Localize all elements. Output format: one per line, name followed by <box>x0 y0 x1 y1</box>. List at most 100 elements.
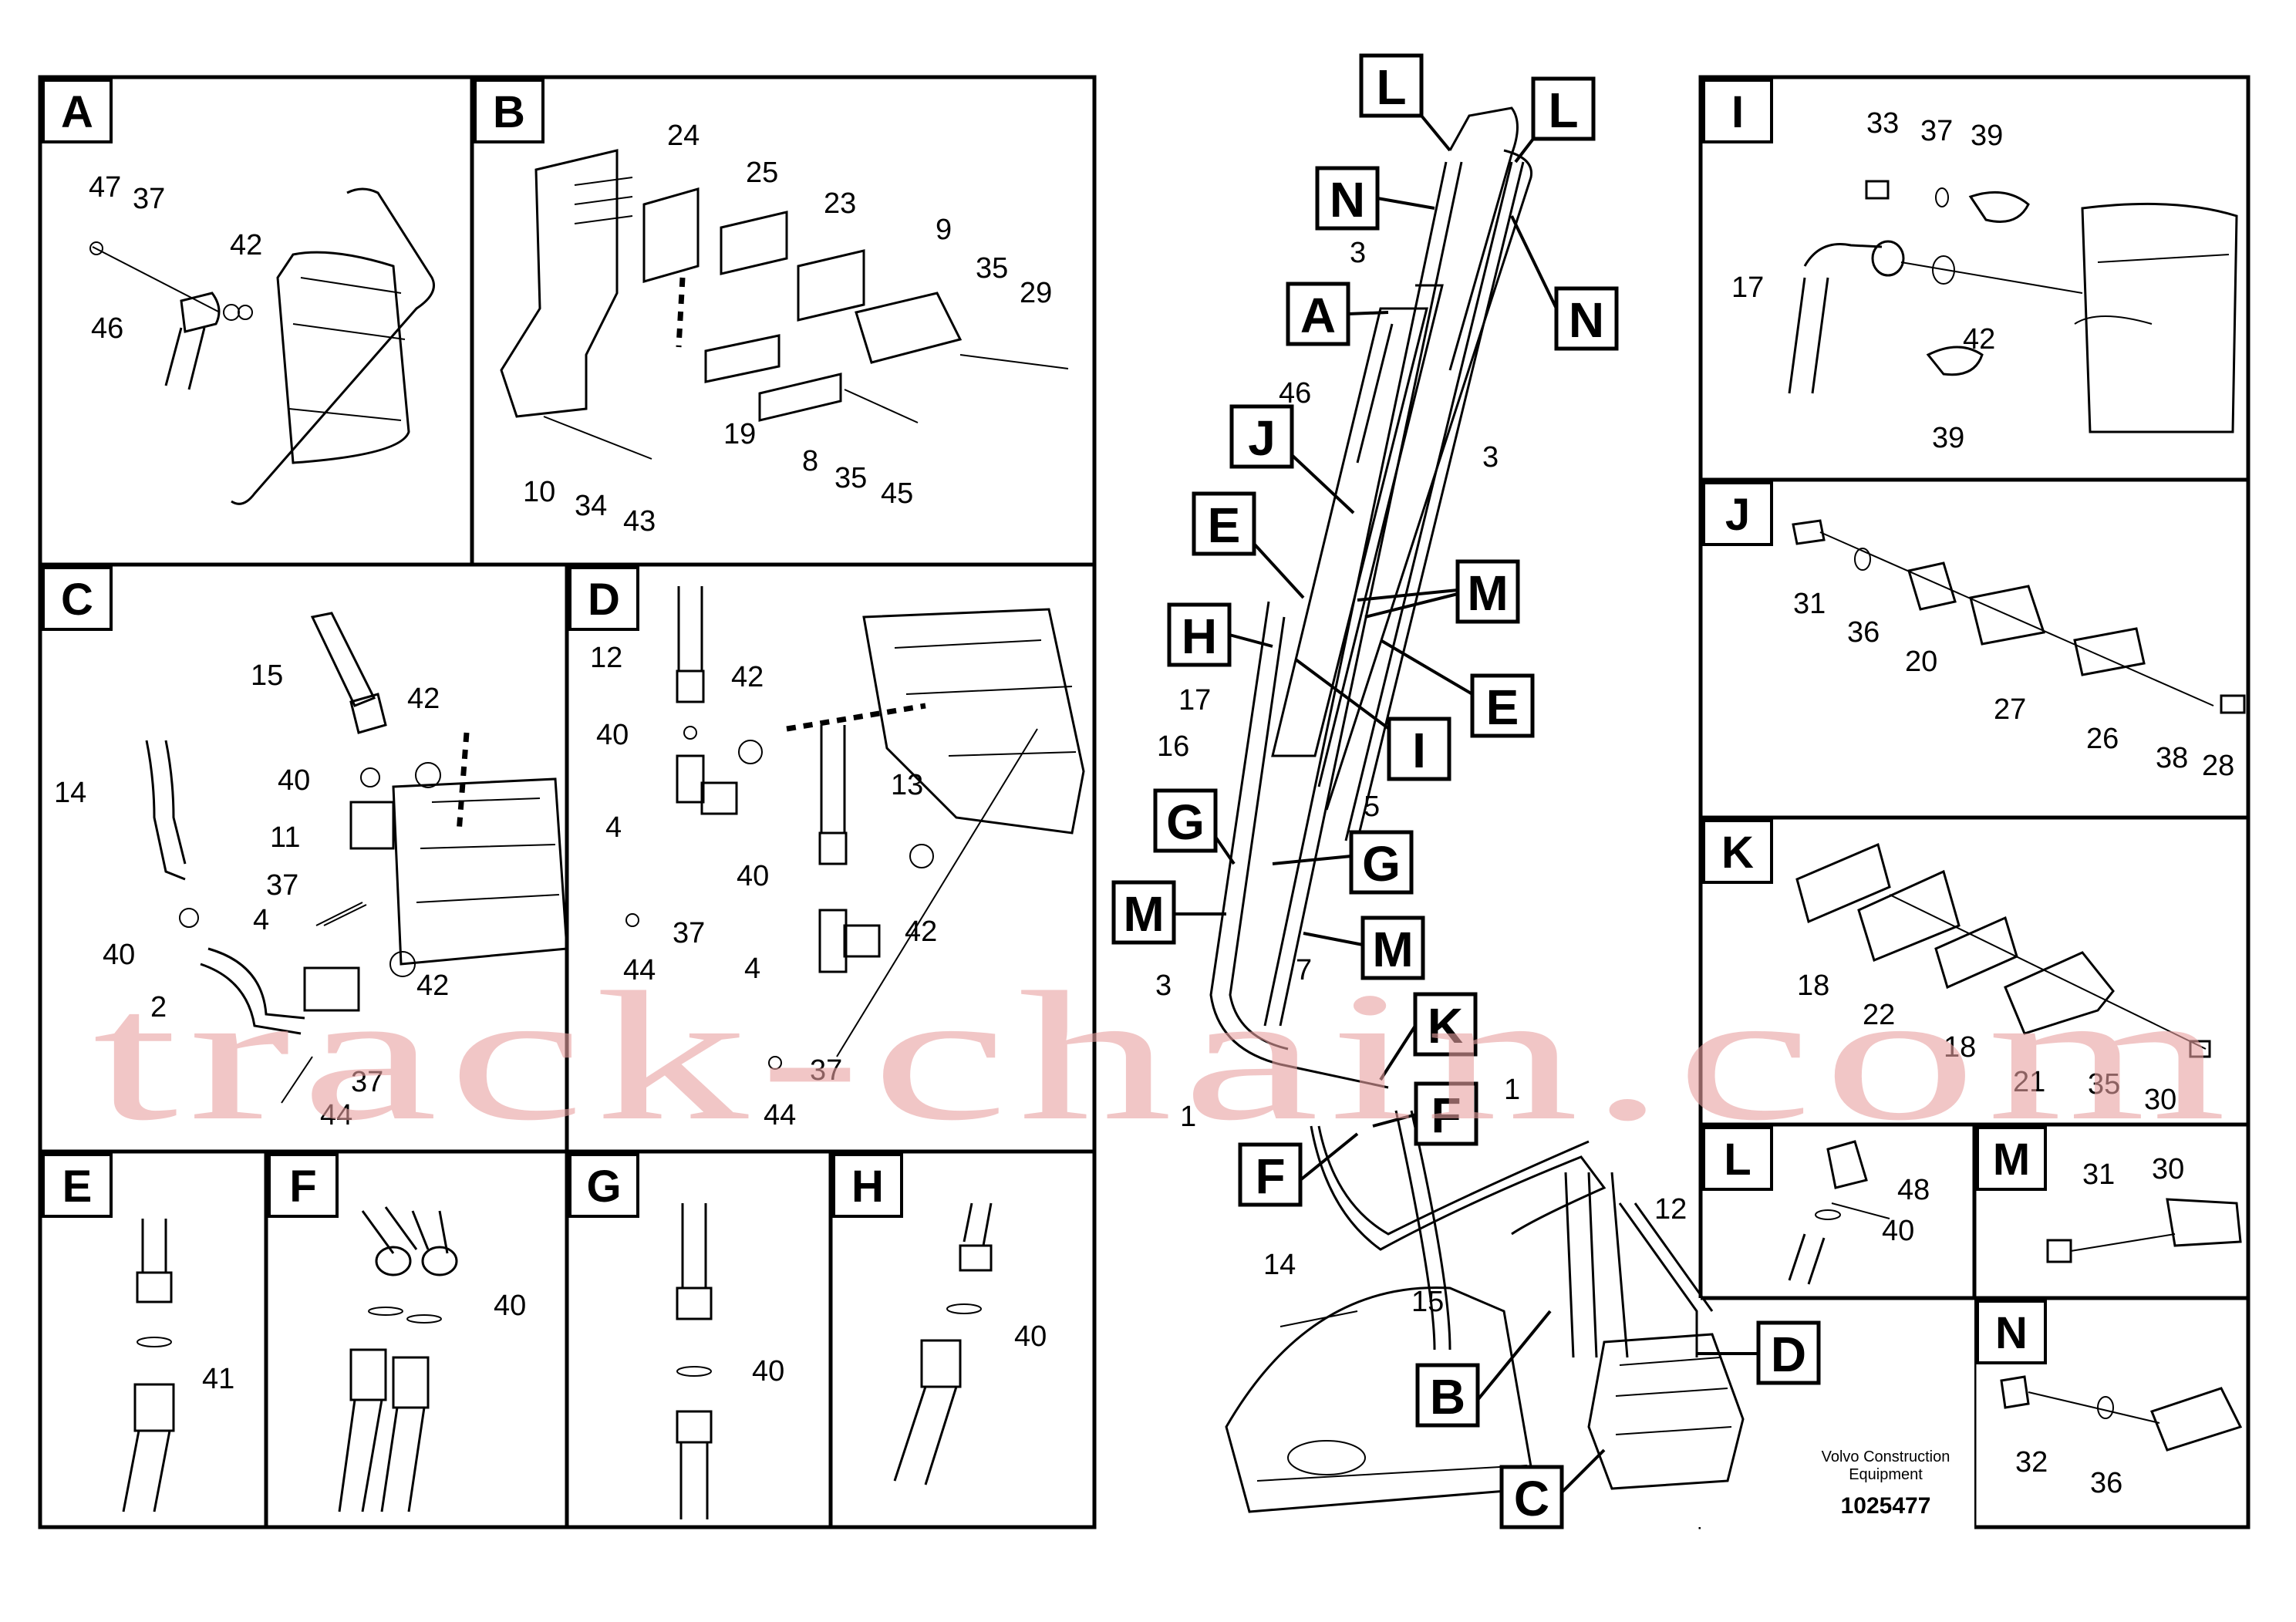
part-label: 36 <box>2090 1467 2122 1499</box>
part-label: 46 <box>1279 377 1311 410</box>
callout-k: K <box>1428 998 1463 1054</box>
part-label: 42 <box>230 229 262 261</box>
panel-letter-b: B <box>493 87 525 137</box>
part-label: 42 <box>1963 323 1995 356</box>
panel-letter-h: H <box>851 1162 884 1212</box>
part-label: 13 <box>891 769 923 801</box>
part-label: 18 <box>1944 1031 1976 1064</box>
panel-f-drawing <box>338 1206 458 1512</box>
part-label: 37 <box>810 1054 842 1087</box>
part-label: 21 <box>2013 1066 2045 1098</box>
part-label: 40 <box>278 764 310 797</box>
part-label: 44 <box>623 954 656 986</box>
part-label: 26 <box>2086 723 2119 755</box>
callout-f: F <box>1255 1148 1285 1204</box>
part-label: 40 <box>494 1290 526 1322</box>
panel-letter-n: N <box>1995 1308 2028 1358</box>
panel-letter-l: L <box>1724 1135 1751 1185</box>
part-label: 35 <box>976 252 1008 285</box>
callout-m: M <box>1123 886 1164 942</box>
part-label: 41 <box>202 1363 234 1395</box>
callout-l: L <box>1376 59 1406 115</box>
company-line-2: Equipment <box>1849 1466 1923 1483</box>
part-label: 44 <box>764 1099 796 1131</box>
part-label: 4 <box>253 904 269 936</box>
part-label: 32 <box>2015 1446 2048 1479</box>
footer: Volvo Construction Equipment 1025477 <box>1822 1448 1950 1519</box>
company-line-1: Volvo Construction <box>1822 1448 1950 1465</box>
panel-frames <box>38 75 2250 1529</box>
part-label: 9 <box>936 214 952 246</box>
panel-g-drawing <box>676 1203 713 1519</box>
part-label: 46 <box>91 312 123 345</box>
panel-l-drawing <box>1788 1140 1890 1285</box>
callout-j: J <box>1248 410 1276 466</box>
callout-d: D <box>1771 1327 1806 1382</box>
part-label: 42 <box>416 969 449 1002</box>
part-label: 39 <box>1932 422 1964 454</box>
part-label: 31 <box>2082 1158 2115 1191</box>
callout-g: G <box>1166 794 1205 850</box>
panel-letter-d: D <box>588 575 620 625</box>
part-label: 17 <box>1731 271 1764 304</box>
callout-f: F <box>1431 1088 1461 1143</box>
overview-callouts: L L N N A J E M H E I G G M M K F F D B … <box>1123 59 1806 1526</box>
part-label: 18 <box>1797 969 1829 1002</box>
part-label: 24 <box>667 120 700 152</box>
part-label: 30 <box>2152 1153 2184 1185</box>
part-label: 22 <box>1863 999 1895 1031</box>
callout-e: E <box>1486 679 1519 735</box>
part-label: 37 <box>351 1066 383 1098</box>
panel-letter-m: M <box>1993 1135 2030 1185</box>
part-label: 14 <box>54 777 86 809</box>
panel-i-labels: 33 37 39 17 42 39 <box>1731 107 2003 454</box>
part-label: 10 <box>523 476 555 508</box>
part-label: 4 <box>744 953 760 985</box>
panel-letters: A B C D E F G H I J K L M N <box>61 87 2030 1358</box>
part-label: 23 <box>824 187 856 220</box>
part-label: 37 <box>133 183 165 215</box>
part-label: 5 <box>1364 791 1380 823</box>
part-label: 3 <box>1155 969 1172 1002</box>
overview-numbers: 3 46 3 17 16 5 7 3 1 1 14 15 12 <box>1155 237 1687 1318</box>
part-label: 42 <box>407 683 440 715</box>
callout-n: N <box>1569 292 1604 348</box>
part-label: 19 <box>723 418 756 450</box>
panel-letter-k: K <box>1721 828 1754 878</box>
part-label: 42 <box>731 661 764 693</box>
panel-m-drawing <box>2046 1198 2242 1263</box>
panel-k-labels: 18 22 18 21 35 30 <box>1797 969 2176 1116</box>
panel-e-drawing <box>122 1219 175 1512</box>
callout-a: A <box>1300 288 1336 343</box>
panel-c-labels: 15 42 14 40 11 37 4 40 2 42 37 44 <box>54 659 449 1131</box>
part-label: 35 <box>2088 1068 2120 1101</box>
panel-n-labels: 32 36 <box>2015 1446 2122 1499</box>
part-label: 20 <box>1905 646 1937 678</box>
panel-n-drawing <box>2000 1375 2243 1452</box>
part-label: 29 <box>1020 277 1052 309</box>
part-label: 47 <box>89 171 121 204</box>
callout-l: L <box>1548 83 1578 138</box>
part-label: 1 <box>1180 1101 1196 1133</box>
part-label: 38 <box>2156 742 2188 774</box>
part-label: 35 <box>834 462 867 494</box>
watermark: track-chain.com <box>93 953 2237 1158</box>
panel-k-drawing <box>1795 842 2211 1058</box>
part-label: 48 <box>1897 1174 1930 1206</box>
panel-letter-boxes <box>42 79 2047 1364</box>
overview-callout-leaders <box>1174 114 1758 1494</box>
panel-d-drawing <box>625 586 1085 1070</box>
panel-letter-e: E <box>62 1162 93 1212</box>
part-label: 30 <box>2144 1084 2176 1116</box>
part-label: 37 <box>673 917 705 949</box>
part-label: 45 <box>881 477 913 510</box>
panel-letter-i: I <box>1731 87 1744 137</box>
panel-letter-c: C <box>61 575 93 625</box>
panel-letter-f: F <box>289 1162 316 1212</box>
callout-m: M <box>1372 922 1413 977</box>
panel-l-labels: 48 40 <box>1882 1174 1930 1247</box>
part-label: 40 <box>596 719 629 751</box>
part-label: 17 <box>1178 684 1211 717</box>
part-label: 3 <box>1482 441 1499 474</box>
